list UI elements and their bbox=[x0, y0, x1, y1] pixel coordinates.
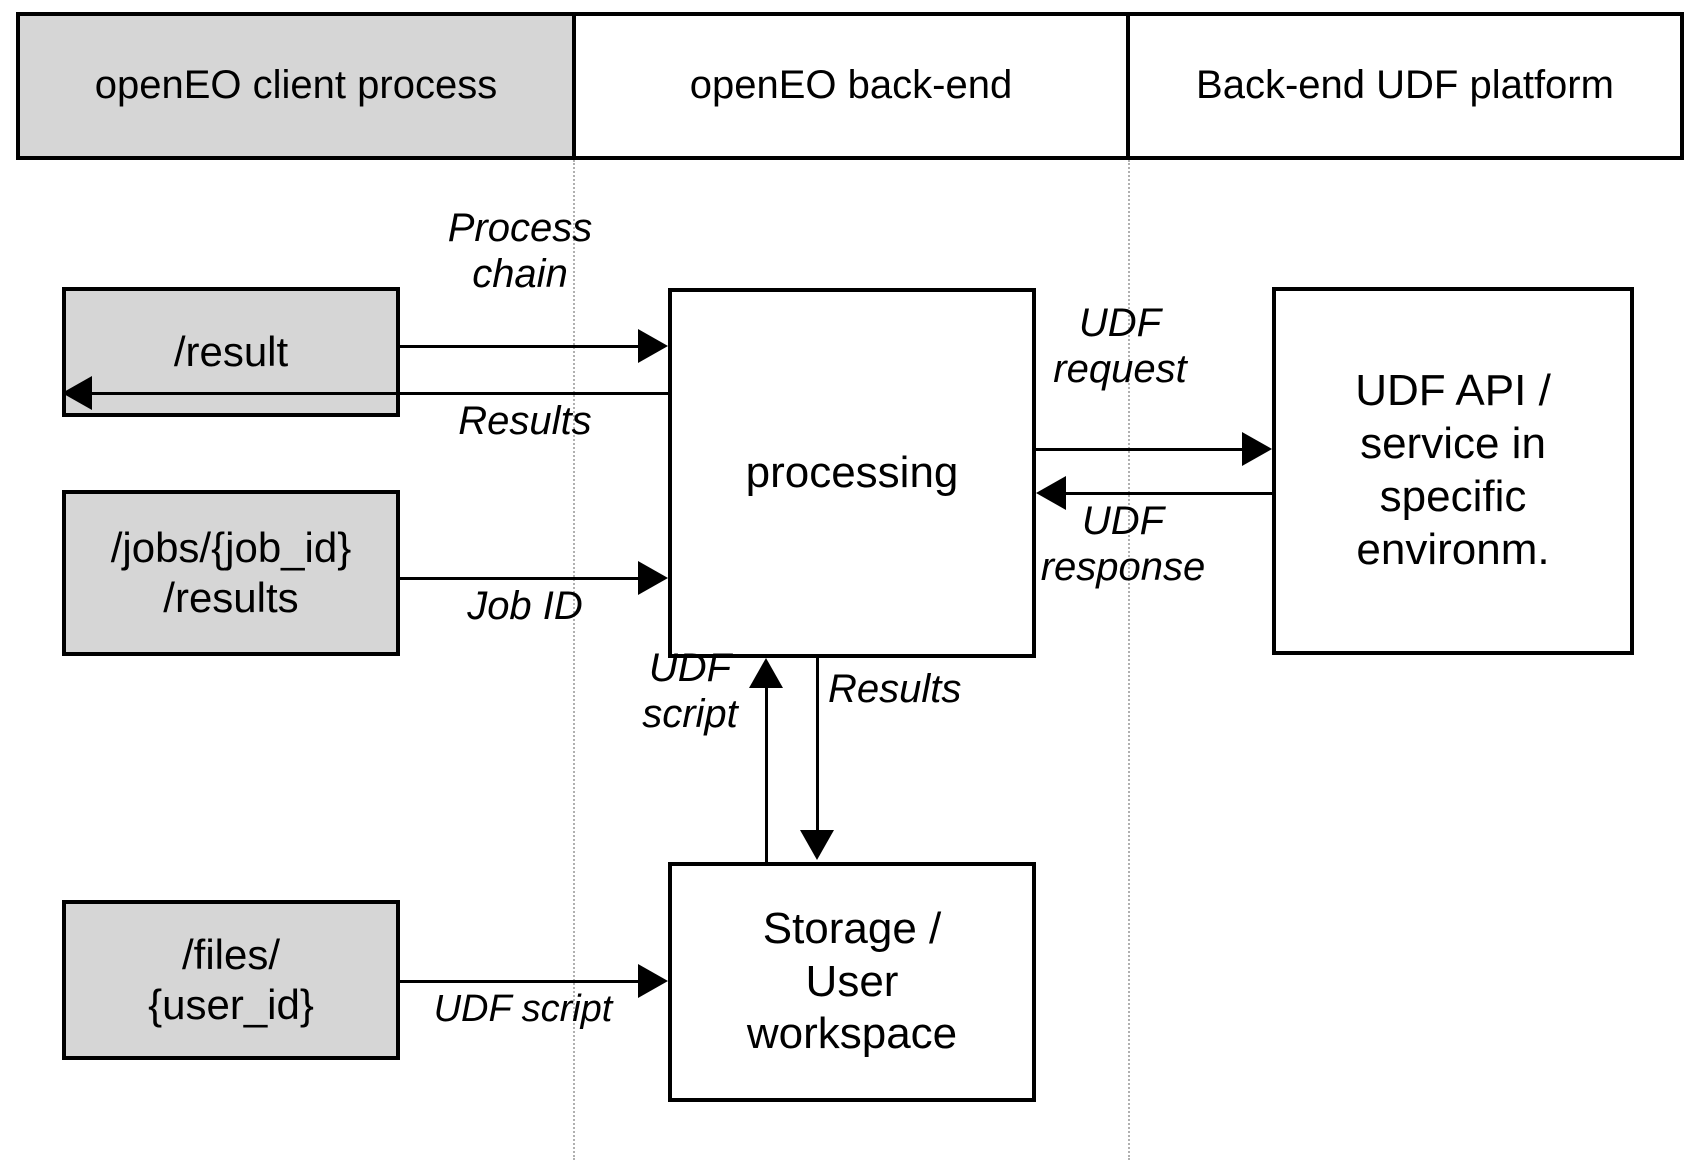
edge-udf-request-label: UDF request bbox=[1053, 301, 1187, 391]
lifeline-client-backend bbox=[573, 160, 575, 1160]
edge-results-store-arrowhead bbox=[800, 830, 834, 860]
node-jobs-results[interactable]: /jobs/{job_id} /results bbox=[62, 490, 400, 656]
edge-process-chain-label: Process chain bbox=[447, 206, 593, 296]
lane-header-band: openEO client process openEO back-end Ba… bbox=[16, 12, 1684, 160]
edge-udf-response-line bbox=[1066, 492, 1274, 495]
lane-header-client: openEO client process bbox=[20, 16, 576, 156]
node-result-label: /result bbox=[173, 327, 289, 375]
edge-results-store-label: Results bbox=[828, 667, 962, 711]
node-udf-api[interactable]: UDF API / service in specific environm. bbox=[1272, 287, 1634, 655]
lane-header-udf: Back-end UDF platform bbox=[1130, 16, 1680, 156]
node-storage-workspace-label: Storage / User workspace bbox=[746, 903, 958, 1059]
node-files-userid-label: /files/ {user_id} bbox=[148, 930, 314, 1028]
edge-results-store-line bbox=[816, 658, 819, 832]
edge-results-client-line bbox=[92, 392, 668, 395]
node-jobs-results-label: /jobs/{job_id} /results bbox=[110, 523, 352, 621]
node-result[interactable]: /result bbox=[62, 287, 400, 417]
edge-job-id-arrowhead bbox=[638, 561, 668, 595]
node-storage-workspace[interactable]: Storage / User workspace bbox=[668, 862, 1036, 1102]
edge-job-id-line bbox=[400, 577, 643, 580]
edge-udf-script-in-label: UDF script bbox=[433, 988, 613, 1030]
node-files-userid[interactable]: /files/ {user_id} bbox=[62, 900, 400, 1060]
edge-process-chain-line bbox=[400, 345, 643, 348]
edge-results-client-arrowhead bbox=[62, 376, 92, 410]
edge-udf-script-up-line bbox=[765, 688, 768, 862]
edge-udf-script-in-line bbox=[400, 980, 643, 983]
edge-job-id-label: Job ID bbox=[467, 584, 583, 628]
lifeline-backend-udf bbox=[1128, 160, 1130, 1160]
edge-udf-request-line bbox=[1036, 448, 1247, 451]
edge-udf-script-up-arrowhead bbox=[749, 658, 783, 688]
edge-udf-script-in-arrowhead bbox=[638, 964, 668, 998]
edge-udf-script-up-label: UDF script bbox=[642, 646, 738, 736]
node-processing[interactable]: processing bbox=[668, 288, 1036, 658]
edge-udf-request-arrowhead bbox=[1242, 432, 1272, 466]
edge-process-chain-arrowhead bbox=[638, 329, 668, 363]
edge-udf-response-arrowhead bbox=[1036, 476, 1066, 510]
edge-udf-response-label: UDF response bbox=[1040, 499, 1206, 589]
lane-header-backend: openEO back-end bbox=[576, 16, 1130, 156]
node-processing-label: processing bbox=[745, 447, 959, 497]
edge-results-client-label: Results bbox=[458, 399, 592, 443]
node-udf-api-label: UDF API / service in specific environm. bbox=[1355, 366, 1551, 574]
